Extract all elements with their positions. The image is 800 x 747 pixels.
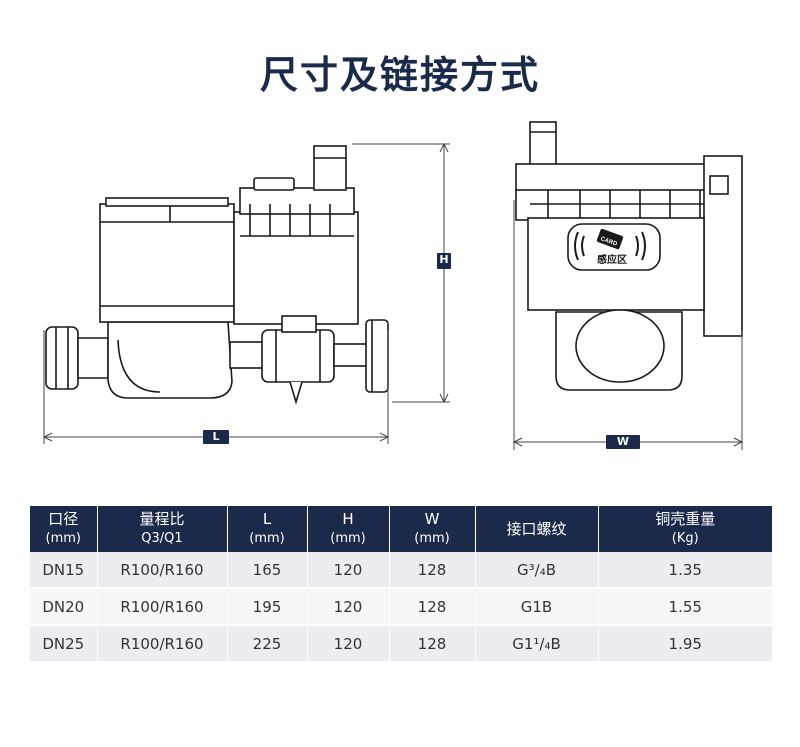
cell-weight: 1.35 [598, 552, 772, 589]
cell-height: 120 [307, 552, 390, 589]
cell-thread: G1¹/₄B [475, 625, 599, 663]
cell-width: 128 [389, 588, 476, 626]
page-title: 尺寸及链接方式 [259, 53, 540, 97]
col-header-height: H(mm) [307, 506, 390, 552]
cell-bore: DN25 [30, 625, 98, 663]
length-label: L [203, 430, 229, 444]
table-row: DN15 R100/R160 165 120 128 G³/₄B 1.35 [30, 552, 772, 589]
cell-height: 120 [307, 588, 390, 626]
technical-drawing: CARD 感应区 [42, 121, 744, 450]
cell-length: 195 [227, 588, 308, 626]
front-view [515, 121, 743, 391]
card-text: CARD [599, 236, 618, 248]
cell-range: R100/R160 [97, 588, 228, 626]
cell-range: R100/R160 [97, 552, 228, 589]
card-badge: CARD 感应区 [574, 228, 646, 266]
cell-range: R100/R160 [97, 625, 228, 663]
height-label: H [437, 253, 451, 269]
table-row: DN20 R100/R160 195 120 128 G1B 1.55 [30, 588, 772, 626]
col-header-length: L(mm) [227, 506, 308, 552]
cell-weight: 1.55 [598, 588, 772, 626]
cell-width: 128 [389, 552, 476, 589]
cell-height: 120 [307, 625, 390, 663]
col-header-bore: 口径(mm) [30, 506, 98, 552]
side-view [45, 145, 389, 405]
col-header-thread: 接口螺纹 [475, 506, 599, 552]
cell-width: 128 [389, 625, 476, 663]
cell-thread: G1B [475, 588, 599, 626]
cell-length: 165 [227, 552, 308, 589]
table-row: DN25 R100/R160 225 120 128 G1¹/₄B 1.95 [30, 625, 772, 663]
width-label: W [606, 435, 640, 449]
col-header-weight: 铜壳重量(Kg) [598, 506, 772, 552]
col-header-width: W(mm) [389, 506, 476, 552]
cell-weight: 1.95 [598, 625, 772, 663]
cell-thread: G³/₄B [475, 552, 599, 589]
sensing-area-label: 感应区 [597, 253, 627, 266]
height-dimension [352, 142, 450, 404]
cell-length: 225 [227, 625, 308, 663]
cell-bore: DN15 [30, 552, 98, 589]
cell-bore: DN20 [30, 588, 98, 626]
